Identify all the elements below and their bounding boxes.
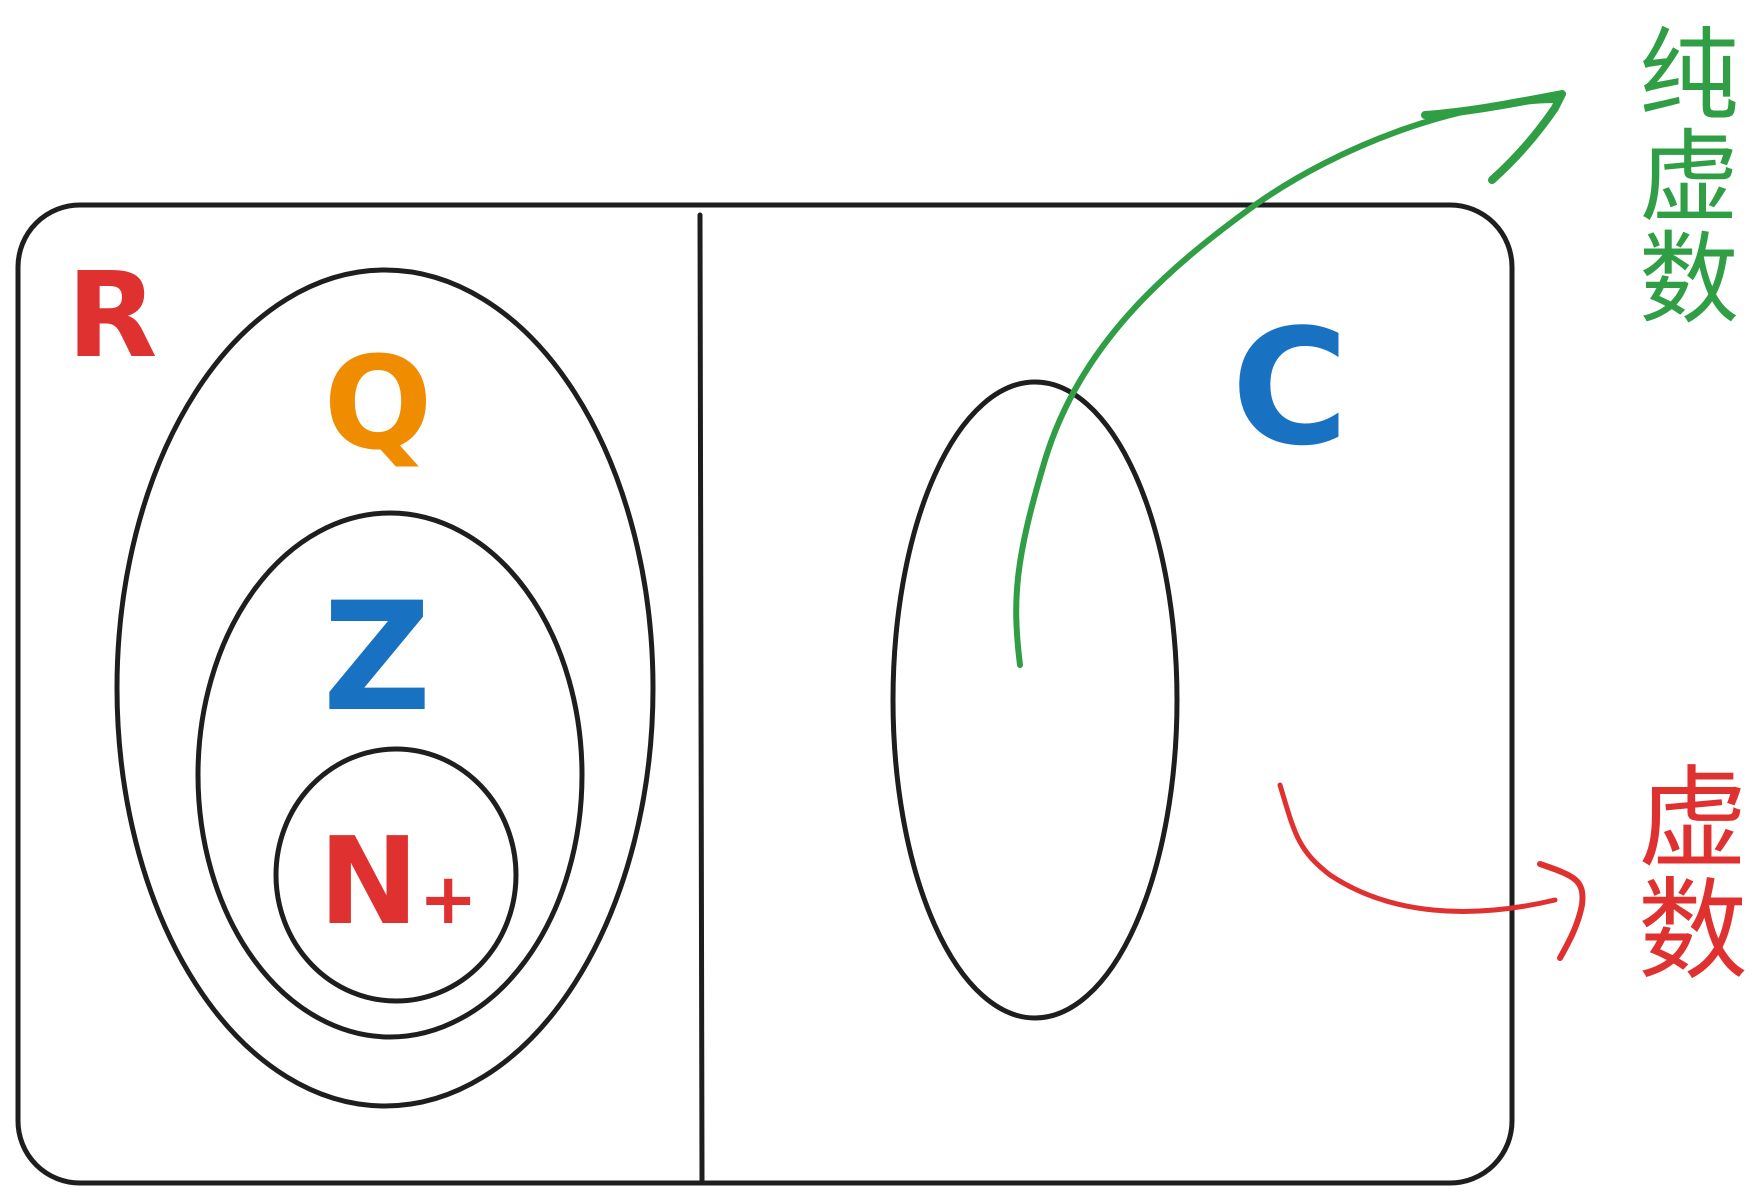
outer-frame bbox=[15, 202, 1515, 1186]
imaginary-arrowhead bbox=[1537, 861, 1586, 961]
pure-imaginary-set-ellipse bbox=[890, 379, 1180, 1021]
complex-set-label: C bbox=[1231, 294, 1349, 481]
natural-set-ellipse bbox=[273, 746, 519, 1004]
imaginary-label: 虚数 bbox=[1618, 760, 1747, 984]
pure-imaginary-arrow bbox=[1013, 97, 1561, 668]
divider-line bbox=[697, 212, 705, 1183]
pure-imaginary-arrowhead bbox=[1421, 90, 1566, 184]
natural-set-letter: N bbox=[318, 813, 419, 952]
natural-set-label: N+ bbox=[318, 823, 477, 943]
rational-set-ellipse bbox=[114, 267, 656, 1109]
pure-imaginary-label: 纯虚数 bbox=[1621, 22, 1739, 328]
real-set-label: R bbox=[66, 246, 158, 384]
natural-set-subscript: + bbox=[418, 858, 478, 940]
integer-set-ellipse bbox=[195, 510, 585, 1040]
imaginary-arrow bbox=[1277, 782, 1558, 914]
rational-set-label: Q bbox=[323, 330, 433, 479]
integer-set-label: Z bbox=[322, 571, 432, 745]
